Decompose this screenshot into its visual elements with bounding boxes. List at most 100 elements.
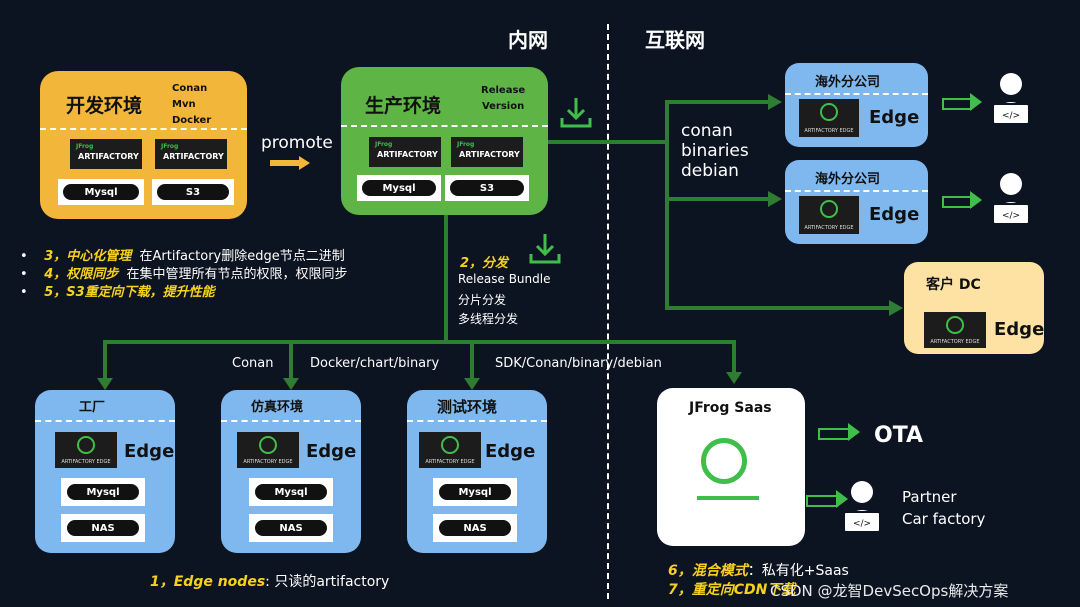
dist-head: 2，分发 [460, 256, 509, 271]
jfrog-saas-box: JFrog Saas [657, 388, 805, 546]
node-title: 仿真环境 [251, 400, 304, 415]
overseas-branch-box: 海外分公司 ARTIFACTORY EDGE Edge [785, 63, 928, 147]
internet-label: 互联网 [645, 28, 705, 52]
arrow-head [97, 378, 113, 390]
dev-title: 开发环境 [66, 95, 143, 117]
nas-icon: NAS [65, 518, 141, 538]
to-overseas1-line [665, 100, 775, 104]
download-icon [560, 98, 592, 128]
promote-label: promote [261, 133, 333, 153]
overseas-title: 海外分公司 [815, 75, 881, 90]
mysql-icon: Mysql [437, 482, 513, 502]
outline-arrow [942, 196, 972, 208]
to-customer-line [665, 306, 895, 310]
customer-title: 客户 DC [926, 277, 981, 293]
logo-underline [697, 496, 759, 500]
drop-factory [103, 340, 107, 382]
distribution-bus-line [103, 340, 736, 344]
svg-text:</>: </> [1002, 211, 1020, 221]
conn-label: Conan [232, 356, 274, 371]
note-item: • 4，权限同步 在集中管理所有节点的权限，权限同步 [20, 267, 348, 282]
s3-icon: S3 [448, 178, 526, 198]
mixed-mode-note: 6，混合模式：私有化+Saas [668, 563, 849, 579]
artifactory-edge-icon: ARTIFACTORY EDGE [924, 312, 986, 348]
edge-node-simulation: 仿真环境 ARTIFACTORY EDGE Edge Mysql NAS [221, 390, 361, 553]
artifactory-edge-icon: ARTIFACTORY EDGE [55, 432, 117, 468]
artifactory-edge-icon: ARTIFACTORY EDGE [799, 196, 859, 234]
node-title: 测试环境 [437, 398, 498, 416]
mysql-icon: Mysql [360, 178, 438, 198]
prod-to-internet-line [548, 140, 666, 144]
arrow-head [299, 156, 310, 170]
svg-text:</>: </> [853, 519, 871, 529]
nas-icon: NAS [253, 518, 329, 538]
developer-icon: </> [992, 173, 1030, 225]
edge-label: Edge [869, 204, 920, 225]
drop-sim [289, 340, 293, 382]
saas-title: JFrog Saas [689, 400, 772, 416]
note-item: • 5，S3重定向下载，提升性能 [20, 285, 215, 300]
divider [785, 93, 928, 95]
ota-label: OTA [874, 423, 924, 448]
outline-arrow [942, 98, 972, 110]
nas-icon: NAS [437, 518, 513, 538]
arrow-head [889, 300, 903, 316]
edge-label: Edge [994, 319, 1045, 340]
drop-test [470, 340, 474, 382]
prod-tag: Release Version [481, 85, 526, 112]
dist-line: Release Bundle [458, 272, 551, 286]
conn-label: SDK/Conan/binary/debian [495, 356, 662, 371]
node-title: 工厂 [79, 400, 106, 415]
dev-tools: Conan Mvn Docker [172, 83, 212, 126]
s3-icon: S3 [155, 182, 231, 202]
artifactory-edge-icon: ARTIFACTORY EDGE [419, 432, 481, 468]
divider [407, 420, 547, 422]
jfrog-logo-icon [701, 438, 747, 484]
arrow-head [768, 191, 782, 207]
arrow-head [283, 378, 299, 390]
intranet-label: 内网 [508, 28, 548, 52]
edge-label: Edge [869, 107, 920, 128]
divider [341, 125, 548, 127]
watermark: CSDN @龙智DevSecOps解决方案 [770, 582, 1009, 600]
branch-label: debian [681, 161, 739, 181]
arrow-head [726, 372, 742, 384]
conn-label: Docker/chart/binary [310, 356, 440, 371]
overseas-branch-box: 海外分公司 ARTIFACTORY EDGE Edge [785, 160, 928, 244]
mysql-icon: Mysql [253, 482, 329, 502]
branch-label: conan [681, 121, 733, 141]
internet-trunk-line [665, 100, 669, 310]
divider [785, 190, 928, 192]
to-overseas2-line [665, 197, 775, 201]
artifactory-edge-icon: ARTIFACTORY EDGE [237, 432, 299, 468]
outline-arrow [818, 428, 850, 440]
svg-text:</>: </> [1002, 111, 1020, 121]
car-factory-label: Car factory [902, 510, 986, 528]
edge-label: Edge [124, 441, 175, 462]
prod-down-line [444, 215, 448, 340]
overseas-title: 海外分公司 [815, 172, 881, 187]
note-item: • 3，中心化管理 在Artifactory删除edge节点二进制 [20, 249, 345, 264]
edge-nodes-note: 1，Edge nodes: 只读的artifactory [150, 574, 390, 590]
arrow-head [970, 191, 982, 209]
arrow-head [836, 490, 848, 508]
customer-dc-box: 客户 DC ARTIFACTORY EDGE Edge [904, 262, 1044, 354]
outline-arrow [806, 495, 838, 507]
dist-line: 分片分发 [458, 293, 507, 307]
edge-node-test: 测试环境 ARTIFACTORY EDGE Edge Mysql NAS [407, 390, 547, 553]
cdn-note: 7，重定向CDN下载 [668, 582, 796, 598]
divider [40, 128, 247, 130]
edge-label: Edge [306, 441, 357, 462]
artifactory-edge-icon: ARTIFACTORY EDGE [799, 99, 859, 137]
divider [221, 420, 361, 422]
download-icon [529, 234, 561, 264]
partner-label: Partner [902, 488, 957, 506]
arrow-head [768, 94, 782, 110]
arrow-head [848, 423, 860, 441]
edge-node-factory: 工厂 ARTIFACTORY EDGE Edge Mysql NAS [35, 390, 175, 553]
